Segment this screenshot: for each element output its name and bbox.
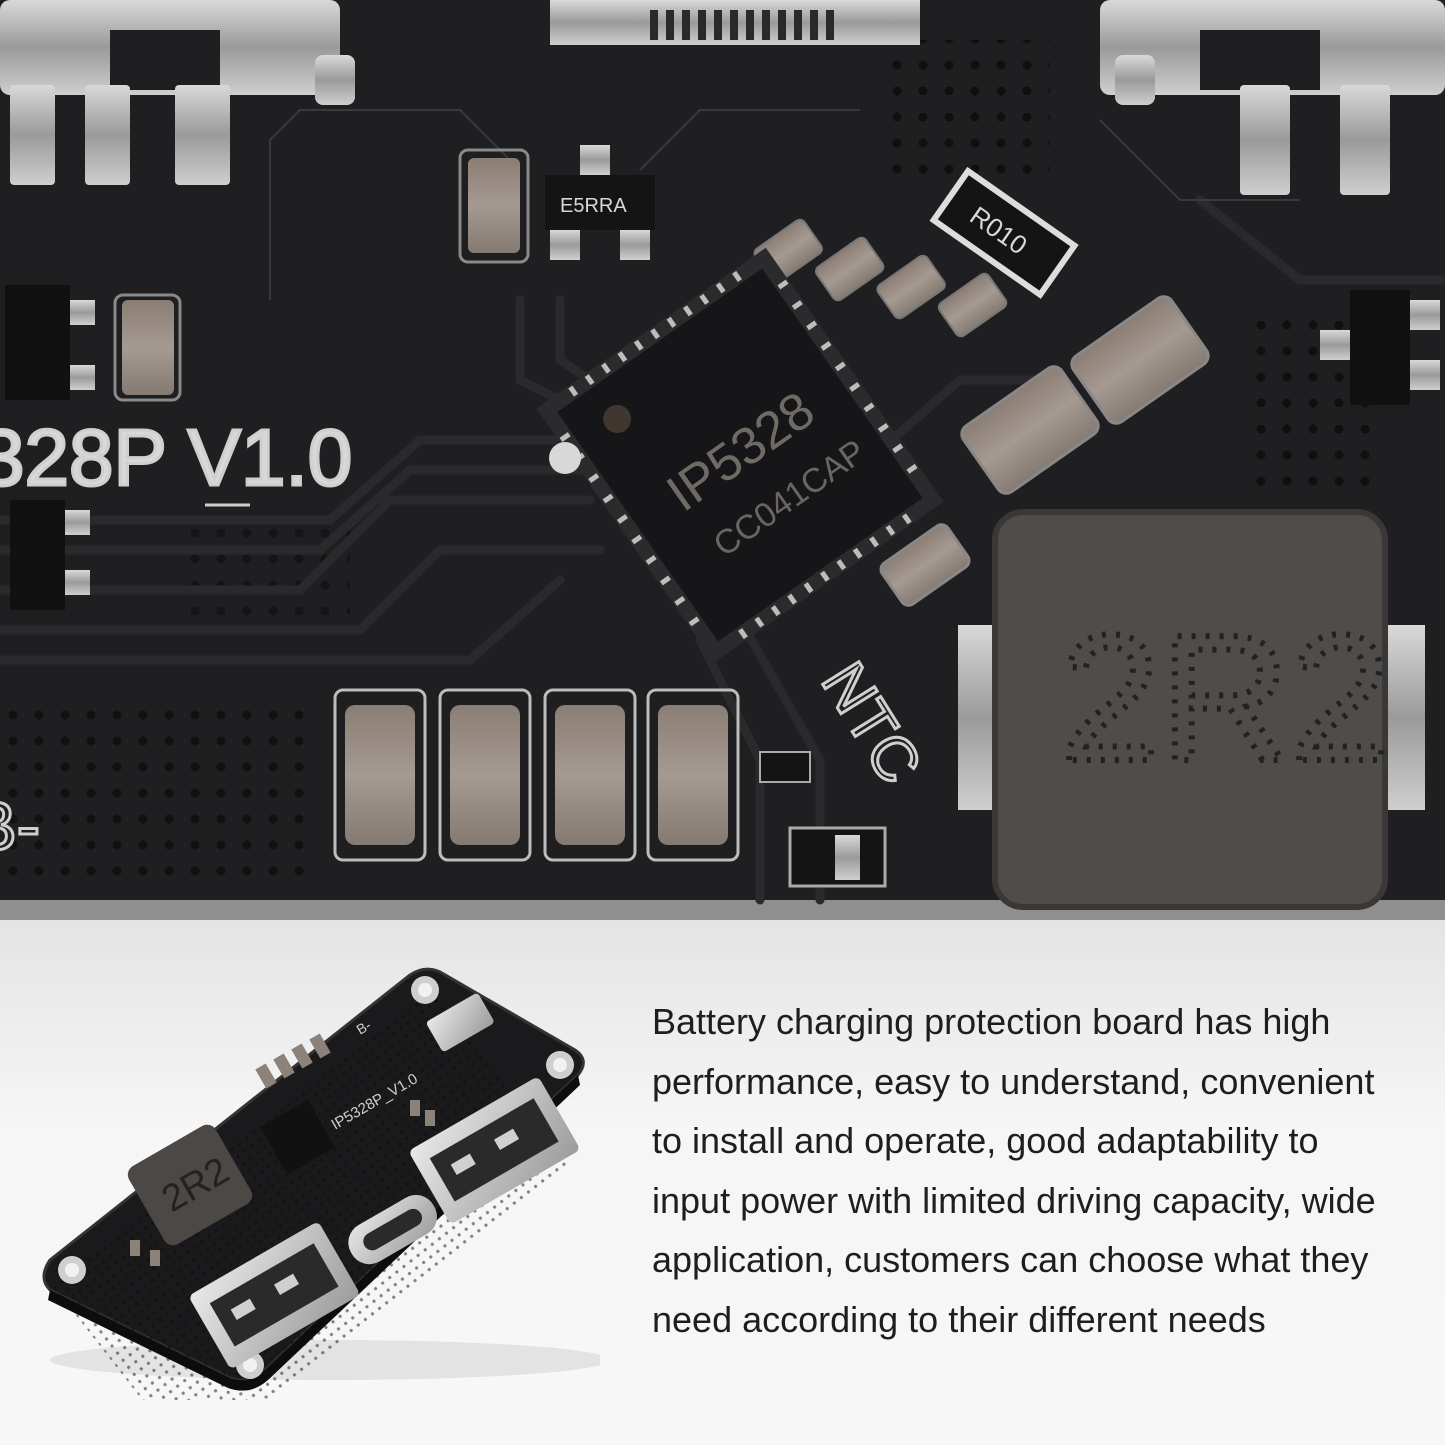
board-version-label: 328P V1.0	[0, 413, 352, 502]
macro-board-illustration: E5RRA R010	[0, 0, 1445, 920]
b-minus-label: B-	[0, 787, 40, 865]
ic-chip: IP5328 CC041CAP	[536, 247, 944, 663]
board-thumbnail: 2R2 IP5328P_V1.0 B-	[30, 960, 610, 1445]
transistor-marking: E5RRA	[560, 195, 627, 217]
product-description: Battery charging protection board has hi…	[652, 1001, 1376, 1340]
capacitor-row	[333, 688, 740, 862]
bottom-panel: 2R2 IP5328P_V1.0 B- Battery charging pro…	[0, 920, 1445, 1445]
macro-board-photo: E5RRA R010	[0, 0, 1445, 920]
board-thumbnail-illustration: 2R2 IP5328P_V1.0 B-	[42, 967, 610, 1445]
inductor-marking: 2R2	[1060, 598, 1390, 799]
inductor: 2R2	[958, 509, 1425, 910]
